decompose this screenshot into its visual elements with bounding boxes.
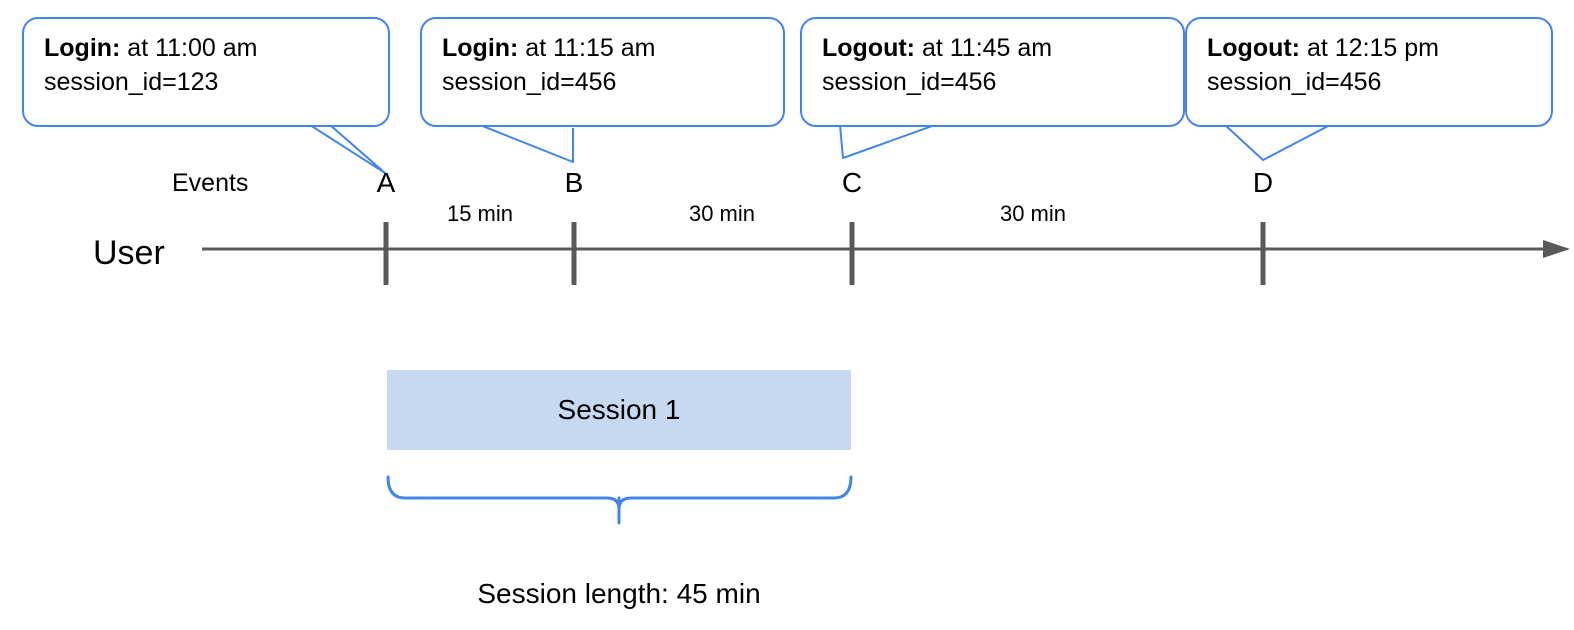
callout-tail-a — [309, 124, 386, 174]
callout-tail-d — [1224, 124, 1331, 161]
callout-b-session-id: session_id=456 — [442, 68, 617, 96]
event-callout-d[interactable]: Logout: at 12:15 pm session_id=456 — [1185, 17, 1553, 127]
callout-a-line-1: Login: at 11:00 am — [44, 31, 372, 65]
event-callout-b[interactable]: Login: at 11:15 am session_id=456 — [420, 17, 785, 127]
callout-c-event-time: at 11:45 am — [915, 34, 1053, 62]
event-callout-a[interactable]: Login: at 11:00 am session_id=123 — [22, 17, 390, 127]
callout-c-line-1: Logout: at 11:45 am — [822, 31, 1167, 65]
event-callout-c[interactable]: Logout: at 11:45 am session_id=456 — [800, 17, 1185, 127]
callout-c-session-id: session_id=456 — [822, 68, 997, 96]
timeline-arrowhead — [1543, 240, 1570, 258]
tick-label-a: A — [376, 167, 396, 198]
tick-label-b: B — [564, 167, 584, 198]
session-block[interactable]: Session 1 — [387, 370, 851, 450]
gap-label-b-c: 30 min — [688, 201, 756, 226]
session-length-caption: Session length: 45 min — [477, 578, 761, 609]
callout-d-session-id: session_id=456 — [1207, 68, 1382, 96]
user-lane-label: User — [93, 234, 165, 272]
callout-a-session-id: session_id=123 — [44, 68, 219, 96]
tick-label-d: D — [1252, 167, 1274, 198]
callout-d-event-time: at 12:15 pm — [1300, 34, 1439, 62]
callout-c-event-type: Logout: — [822, 34, 916, 62]
callout-a-event-time: at 11:00 am — [120, 34, 258, 62]
session-brace — [386, 475, 853, 510]
callout-tail-b — [479, 124, 574, 163]
callout-d-event-type: Logout: — [1207, 34, 1301, 62]
gap-label-c-d: 30 min — [999, 201, 1067, 226]
callout-tail-c — [839, 124, 936, 159]
events-lane-label: Events — [172, 169, 249, 197]
callout-b-line-1: Login: at 11:15 am — [442, 31, 767, 65]
gap-label-a-b: 15 min — [446, 201, 514, 226]
tick-label-c: C — [841, 167, 863, 198]
callout-b-event-time: at 11:15 am — [518, 34, 656, 62]
callout-b-event-type: Login: — [442, 34, 519, 62]
session-block-label: Session 1 — [557, 394, 681, 425]
callout-a-event-type: Login: — [44, 34, 121, 62]
callout-d-line-1: Logout: at 12:15 pm — [1207, 31, 1535, 65]
